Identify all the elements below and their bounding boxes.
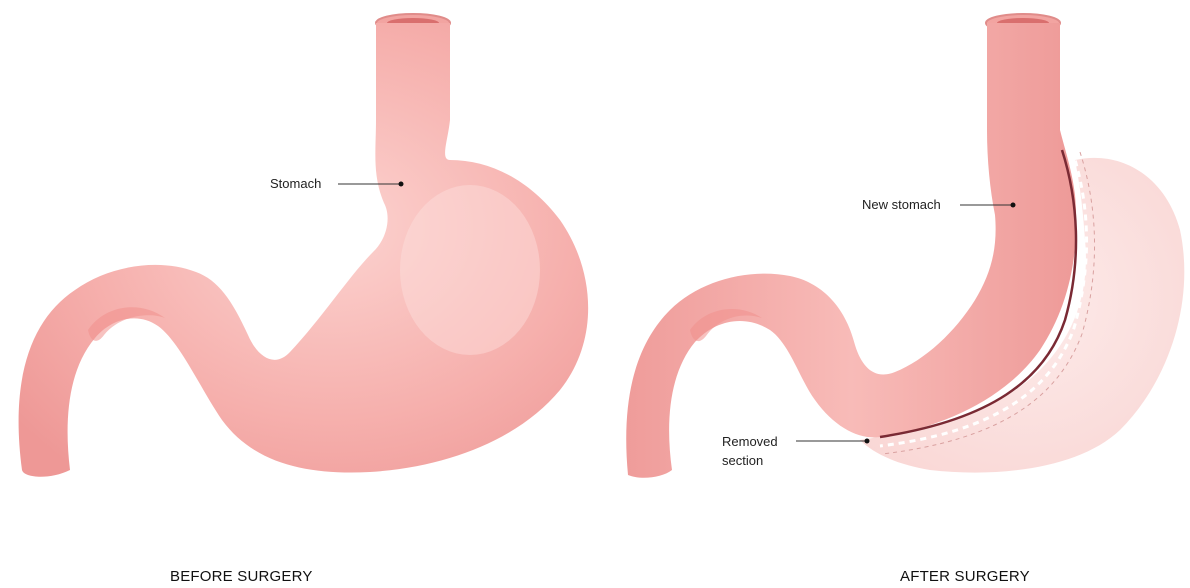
- stomach-label: Stomach: [270, 176, 321, 191]
- before-surgery-panel: Stomach BEFORE SURGERY: [19, 14, 589, 585]
- removed-section-label-line1: Removed: [722, 434, 778, 449]
- new-stomach-label: New stomach: [862, 197, 941, 212]
- stomach-leader-dot: [399, 182, 404, 187]
- before-surgery-caption: BEFORE SURGERY: [170, 568, 313, 585]
- after-surgery-caption: AFTER SURGERY: [900, 568, 1030, 585]
- new-stomach-leader-dot: [1011, 203, 1016, 208]
- removed-section-label-line2: section: [722, 453, 763, 468]
- removed-section-leader-dot: [865, 439, 870, 444]
- before-stomach-highlight: [400, 185, 540, 355]
- after-surgery-panel: New stomach Removed section AFTER SURGER…: [626, 14, 1184, 585]
